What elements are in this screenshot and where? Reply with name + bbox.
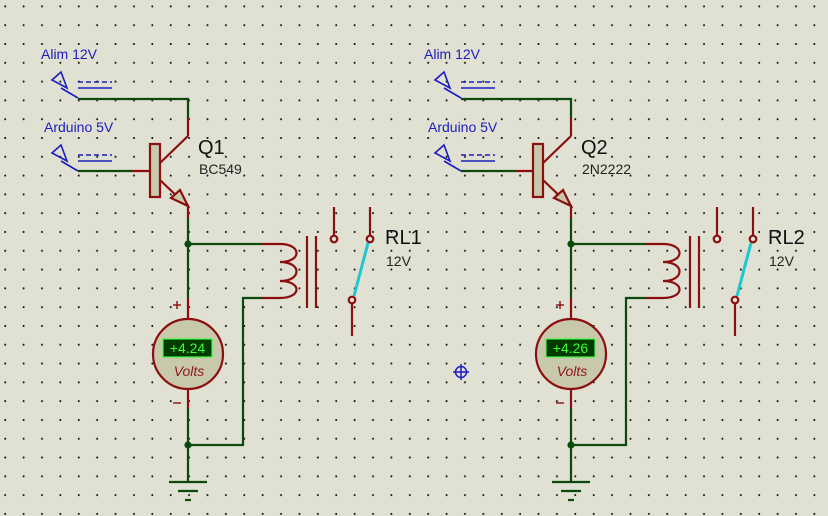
- contact-no: [748, 234, 758, 244]
- voltmeter-lcd: [545, 338, 596, 358]
- relay-ref: RL1: [385, 227, 422, 249]
- relay-ref: RL2: [768, 227, 805, 249]
- junction-dot: [184, 240, 192, 248]
- wire-supply[interactable]: [78, 97, 190, 118]
- voltmeter-1[interactable]: +4.24 Volts: [151, 298, 225, 408]
- supply-terminal-label: Alim 12V: [424, 46, 481, 62]
- voltmeter-2[interactable]: +4.26 Volts: [534, 298, 608, 408]
- supply-terminal-1[interactable]: Alim 12V: [41, 46, 112, 99]
- transistor-base-bar: [531, 142, 545, 199]
- voltmeter-lcd: [162, 338, 213, 358]
- switch-lever: [735, 242, 753, 297]
- transistor-base-bar: [148, 142, 162, 199]
- input-terminal-1[interactable]: Arduino 5V: [44, 119, 114, 172]
- circuit-2: Alim 12V Arduino 5V Q: [424, 46, 805, 502]
- terminal-arrow-icon: [433, 70, 452, 90]
- input-terminal-label: Arduino 5V: [44, 119, 114, 135]
- terminal-arrow-icon: [433, 143, 452, 163]
- origin-crosshair-icon: [453, 364, 469, 380]
- emitter-arrow-icon: [169, 188, 191, 209]
- relay-coil-icon: [279, 242, 298, 300]
- input-terminal-label: Arduino 5V: [428, 119, 498, 135]
- contact-common: [730, 295, 740, 305]
- terminal-arrow-icon: [50, 70, 69, 90]
- transistor-ref: Q2: [581, 137, 608, 159]
- junction-dot: [567, 240, 575, 248]
- terminal-lead: [60, 160, 79, 172]
- wire-coil-bottom[interactable]: [188, 296, 262, 447]
- contact-nc: [712, 234, 722, 244]
- voltmeter-unit: Volts: [174, 363, 205, 379]
- contact-nc: [329, 234, 339, 244]
- relay-rl2[interactable]: RL2 12V: [645, 207, 805, 336]
- transistor-q2[interactable]: Q2 2N2222: [515, 118, 631, 218]
- junction-dot: [567, 441, 575, 449]
- emitter-arrow-icon: [552, 188, 574, 209]
- transistor-value: BC549: [199, 161, 242, 177]
- input-terminal-2[interactable]: Arduino 5V: [428, 119, 498, 172]
- supply-terminal-2[interactable]: Alim 12V: [424, 46, 495, 99]
- relay-coil-icon: [662, 242, 681, 300]
- contact-common: [347, 295, 357, 305]
- terminal-lead: [443, 87, 462, 99]
- switch-lever: [352, 242, 370, 297]
- transistor-q1[interactable]: Q1 BC549: [132, 118, 242, 218]
- relay-value: 12V: [769, 253, 795, 269]
- ground-symbol-1: [169, 480, 207, 502]
- wire-coil-bottom[interactable]: [571, 296, 645, 447]
- terminal-arrow-icon: [50, 143, 69, 163]
- terminal-lead: [60, 87, 79, 99]
- terminal-lead: [443, 160, 462, 172]
- circuit-1: Alim 12V Arduino 5V: [41, 46, 422, 502]
- voltmeter-unit: Volts: [557, 363, 588, 379]
- junction-dot: [184, 441, 192, 449]
- collector-lead: [542, 135, 572, 164]
- relay-rl1[interactable]: RL1 12V: [262, 207, 422, 336]
- voltmeter-reading: +4.24: [170, 340, 206, 356]
- transistor-value: 2N2222: [582, 161, 631, 177]
- voltmeter-reading: +4.26: [553, 340, 589, 356]
- collector-lead: [159, 135, 189, 164]
- relay-value: 12V: [386, 253, 412, 269]
- ground-symbol-2: [552, 480, 590, 502]
- supply-terminal-label: Alim 12V: [41, 46, 98, 62]
- wire-supply[interactable]: [461, 97, 573, 118]
- contact-no: [365, 234, 375, 244]
- transistor-ref: Q1: [198, 137, 225, 159]
